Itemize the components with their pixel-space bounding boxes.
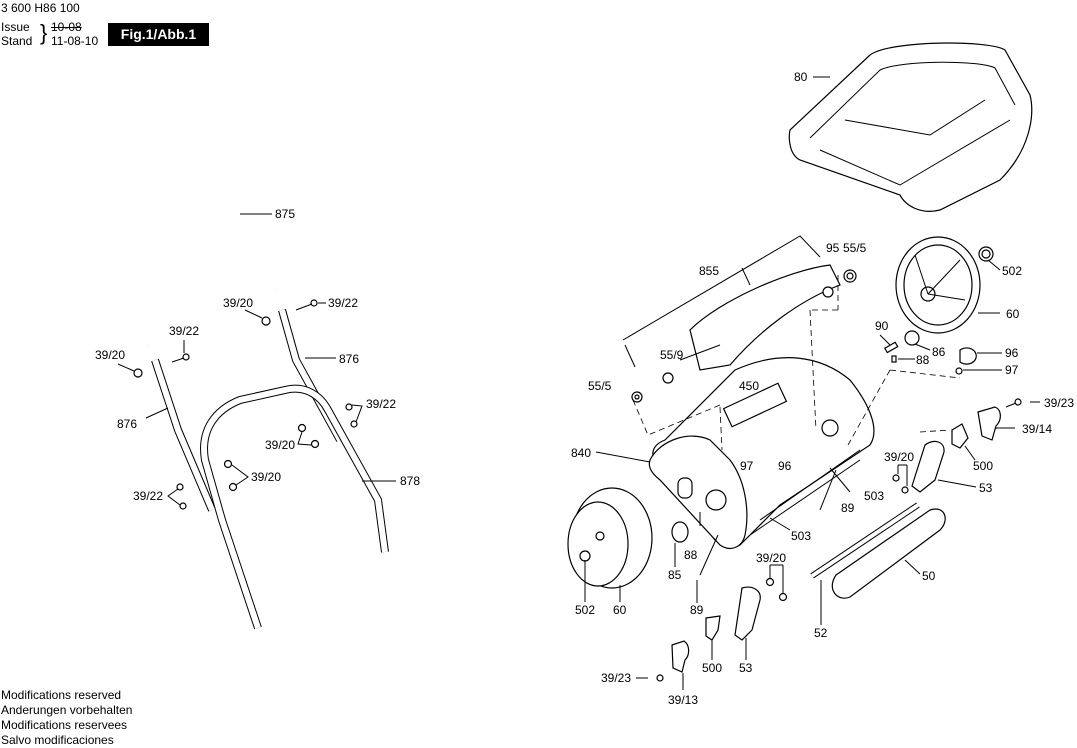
label-53-left: 53 [739, 661, 753, 675]
label-39-20-center: 39/20 [251, 470, 282, 484]
cutting-cylinder-part [622, 235, 857, 403]
label-88-left: 88 [684, 548, 698, 562]
label-55-5-right: 55/5 [843, 241, 867, 255]
handle-fasteners [117, 299, 363, 510]
label-55-9: 55/9 [660, 348, 684, 362]
footer-line-es: Salvo modificaciones [1, 733, 114, 747]
label-60-left: 60 [613, 603, 627, 617]
label-503-lower: 503 [791, 529, 812, 543]
label-96-center: 96 [778, 459, 792, 473]
label-876-left: 876 [117, 417, 138, 431]
label-97-center: 97 [740, 459, 754, 473]
label-840: 840 [571, 446, 592, 460]
label-96-right: 96 [1005, 346, 1019, 360]
figure-label: Fig.1/Abb.1 [108, 23, 209, 46]
label-39-22-left: 39/22 [169, 324, 200, 338]
label-39-22-lower: 39/22 [133, 489, 164, 503]
label-60-right: 60 [1006, 307, 1020, 321]
brace-icon: } [40, 20, 48, 45]
assembly-guide-lines [632, 275, 961, 451]
label-39-13: 39/13 [668, 693, 699, 707]
label-89-lower: 89 [690, 603, 704, 617]
label-39-20-right: 39/20 [265, 438, 296, 452]
label-95: 95 [826, 241, 840, 255]
label-90: 90 [875, 319, 889, 333]
label-39-20-left: 39/20 [95, 348, 126, 362]
label-503-upper: 503 [864, 489, 885, 503]
label-39-23-right: 39/23 [1044, 396, 1075, 410]
label-502-right: 502 [1002, 264, 1023, 278]
label-86: 86 [932, 345, 946, 359]
upper-handle-part [56, 130, 278, 346]
label-55-5-left: 55/5 [588, 379, 612, 393]
label-85: 85 [668, 568, 682, 582]
label-53-right: 53 [979, 481, 993, 495]
label-39-23-left: 39/23 [601, 671, 632, 685]
left-handle-tube [145, 358, 216, 512]
label-39-22-right: 39/22 [366, 397, 397, 411]
mower-housing-part [595, 357, 875, 549]
label-875: 875 [275, 207, 296, 221]
lower-fasteners [636, 564, 788, 690]
label-89-right: 89 [841, 501, 855, 515]
label-450: 450 [739, 379, 760, 393]
label-39-20-lower: 39/20 [756, 551, 787, 565]
stand-label: Stand [1, 34, 33, 48]
left-wheel-part [567, 467, 851, 603]
lower-handle-part [200, 384, 396, 630]
label-855: 855 [699, 264, 720, 278]
rear-roller-part [810, 502, 946, 625]
right-side-plates [892, 398, 1040, 494]
footer-line-en: Modifications reserved [1, 688, 122, 702]
footer-line-fr: Modifications reservees [1, 718, 128, 732]
label-52: 52 [814, 626, 828, 640]
label-39-20-top: 39/20 [223, 296, 254, 310]
label-878: 878 [400, 474, 421, 488]
label-80: 80 [794, 70, 808, 84]
document-number: 3 600 H86 100 [1, 1, 80, 15]
label-39-20-right-lower: 39/20 [884, 450, 915, 464]
label-39-22-top: 39/22 [328, 296, 359, 310]
label-502-left: 502 [575, 603, 596, 617]
stand-value: 11-08-10 [51, 34, 99, 48]
issue-label: Issue [1, 20, 30, 34]
footer-line-de: Anderungen vorbehalten [1, 703, 133, 717]
label-97-right: 97 [1005, 363, 1019, 377]
issue-value: 10-08 [51, 20, 82, 34]
grass-box-part [788, 42, 1033, 212]
label-88-right: 88 [916, 353, 930, 367]
label-500-right: 500 [973, 459, 994, 473]
label-500-left: 500 [702, 661, 723, 675]
label-876-right: 876 [339, 352, 360, 366]
label-50: 50 [922, 569, 936, 583]
label-39-14: 39/14 [1022, 422, 1053, 436]
right-wheel-part [879, 236, 1002, 375]
